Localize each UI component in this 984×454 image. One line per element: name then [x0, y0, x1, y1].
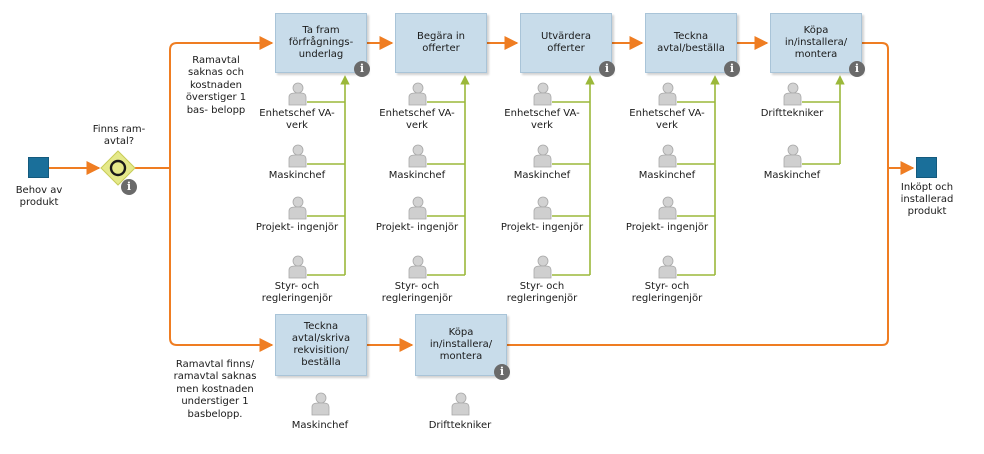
role-label: Maskinchef — [291, 420, 349, 431]
task-label-line: in/installera/ — [784, 37, 848, 48]
person-icon — [407, 196, 427, 220]
role-label: Styr- och regleringenjör — [506, 281, 578, 304]
condition-lower: Ramavtal finns/ ramavtal saknas men kost… — [173, 359, 257, 420]
gateway-diamond[interactable] — [100, 150, 136, 186]
role-label: Maskinchef — [388, 170, 446, 181]
task-label-line: underlag — [298, 49, 344, 60]
start-event[interactable] — [28, 157, 49, 178]
task-upper-1-info-icon[interactable]: i — [354, 61, 370, 77]
flow-upper-to-end — [862, 42, 915, 175]
person-icon — [532, 255, 552, 279]
role-label: Styr- och regleringenjör — [381, 281, 453, 304]
end-event-label: Inköpt och installerad produkt — [900, 182, 954, 217]
person-icon — [310, 392, 330, 416]
role-label: Drifttekniker — [428, 420, 492, 431]
task-upper-4-info-icon[interactable]: i — [724, 61, 740, 77]
person-icon — [407, 255, 427, 279]
task-label-line: rekvisition/ — [293, 345, 349, 356]
task-label-line: Köpa — [803, 25, 829, 36]
person-icon — [657, 255, 677, 279]
task-label-line: Teckna — [673, 31, 709, 42]
start-event-label: Behov av produkt — [15, 185, 63, 208]
task-label-line: Teckna — [303, 321, 339, 332]
person-icon — [407, 144, 427, 168]
person-icon — [450, 392, 470, 416]
person-icon — [657, 144, 677, 168]
person-icon — [782, 82, 802, 106]
task-label-line: beställa — [301, 357, 341, 368]
role-label: Styr- och regleringenjör — [261, 281, 333, 304]
role-label: Styr- och regleringenjör — [631, 281, 703, 304]
person-icon — [532, 82, 552, 106]
person-icon — [287, 255, 307, 279]
person-icon — [657, 82, 677, 106]
person-icon — [657, 196, 677, 220]
role-label: Projekt- ingenjör — [625, 222, 709, 233]
sequence-flows — [49, 36, 915, 352]
task-label-line: avtal/skriva — [291, 333, 351, 344]
person-icon — [532, 144, 552, 168]
person-icon — [287, 82, 307, 106]
role-label: Projekt- ingenjör — [255, 222, 339, 233]
flow-lower-to-end — [507, 168, 889, 346]
task-label-line: Begära in — [416, 31, 466, 42]
person-icon — [782, 144, 802, 168]
task-label-line: in/installera/ — [429, 339, 493, 350]
person-icon — [407, 82, 427, 106]
person-icon — [287, 144, 307, 168]
person-icon — [532, 196, 552, 220]
task-label-line: montera — [794, 49, 838, 60]
role-label: Enhetschef VA-verk — [504, 108, 580, 131]
role-associations — [307, 75, 845, 276]
flow-gateway-upper — [135, 36, 274, 169]
role-label: Drifttekniker — [760, 108, 824, 119]
task-upper-5-info-icon[interactable]: i — [849, 61, 865, 77]
role-label: Maskinchef — [638, 170, 696, 181]
role-label: Projekt- ingenjör — [500, 222, 584, 233]
gateway-info-icon[interactable]: i — [121, 179, 137, 195]
flow-gateway-lower — [135, 167, 274, 352]
role-label: Enhetschef VA-verk — [259, 108, 335, 131]
role-label: Enhetschef VA-verk — [629, 108, 705, 131]
task-upper-3-info-icon[interactable]: i — [599, 61, 615, 77]
role-label: Maskinchef — [763, 170, 821, 181]
task-lower-2-info-icon[interactable]: i — [494, 364, 510, 380]
task-label-line: förfrågnings- — [288, 37, 354, 48]
task-label-line: Köpa — [448, 327, 474, 338]
task-label-line: Ta fram — [302, 25, 340, 36]
task-label-line: montera — [439, 351, 483, 362]
role-label: Maskinchef — [268, 170, 326, 181]
role-label: Projekt- ingenjör — [375, 222, 459, 233]
task-label-line: Utvärdera — [541, 31, 591, 42]
gateway-label: Finns ram-avtal? — [92, 124, 146, 147]
task-label-line: offerter — [547, 43, 585, 54]
end-event[interactable] — [916, 157, 937, 178]
task-label-line: offerter — [422, 43, 460, 54]
condition-upper: Ramavtal saknas och kostnaden överstiger… — [185, 55, 247, 116]
person-icon — [287, 196, 307, 220]
role-label: Enhetschef VA-verk — [379, 108, 455, 131]
role-label: Maskinchef — [513, 170, 571, 181]
task-label-line: avtal/beställa — [657, 43, 725, 54]
